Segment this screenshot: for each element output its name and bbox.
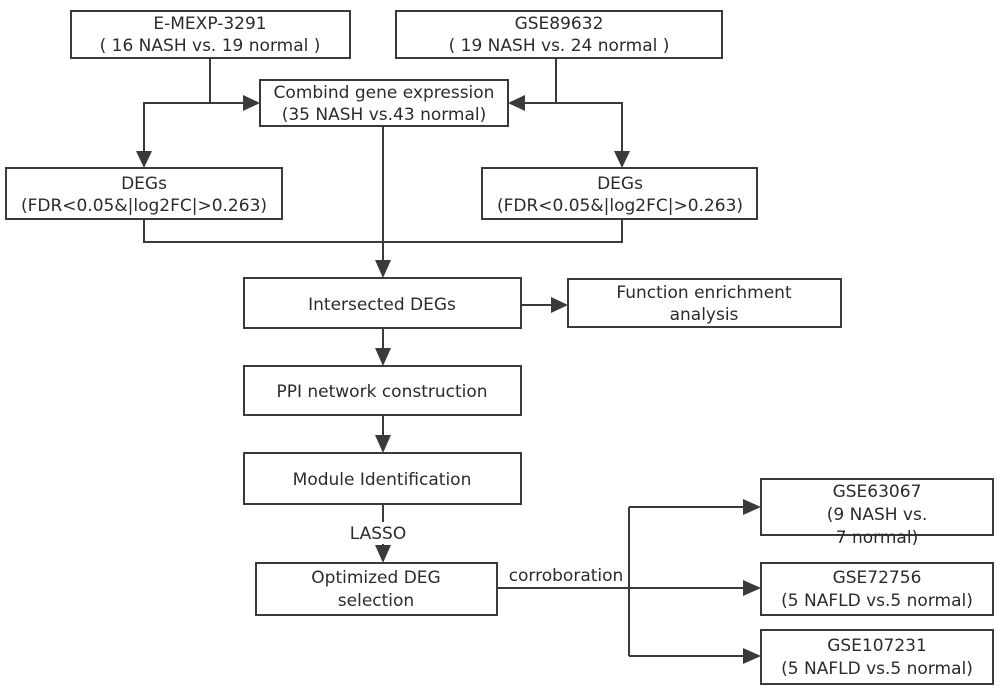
box-optimized: Optimized DEG selection xyxy=(255,562,498,616)
arrow-to-combind-left xyxy=(243,95,260,111)
box-gse72756-detail: (5 NAFLD vs.5 normal) xyxy=(781,591,973,611)
box-degs-left-title: DEGs xyxy=(121,174,167,194)
box-degs-right-detail: (FDR<0.05&|log2FC|>0.263) xyxy=(497,196,743,216)
box-gse107231: GSE107231 (5 NAFLD vs.5 normal) xyxy=(760,629,994,685)
box-optimized-detail: selection xyxy=(338,591,414,611)
box-intersected: Intersected DEGs xyxy=(243,277,522,329)
box-module-title: Module Identification xyxy=(293,470,472,490)
box-emexp-title: E-MEXP-3291 xyxy=(153,14,266,34)
box-ppi: PPI network construction xyxy=(243,365,522,416)
connector-degs-merge xyxy=(143,219,623,243)
arrow-to-degs-left xyxy=(136,151,152,168)
arrow-to-gse107231 xyxy=(743,648,761,664)
box-degs-left: DEGs (FDR<0.05&|log2FC|>0.263) xyxy=(5,167,283,220)
arrow-to-function xyxy=(551,297,568,313)
box-optimized-title: Optimized DEG xyxy=(311,568,440,588)
box-intersected-title: Intersected DEGs xyxy=(308,295,456,315)
arrow-to-degs-right xyxy=(614,151,630,168)
box-gse107231-title: GSE107231 xyxy=(827,636,927,656)
corroboration-label: corroboration xyxy=(509,566,624,586)
lasso-label-bg xyxy=(346,522,410,544)
box-gse63067-detail-1: (9 NASH vs. xyxy=(827,505,928,525)
arrow-to-module xyxy=(375,435,391,453)
arrow-to-gse72756 xyxy=(743,580,761,596)
box-gse89632: GSE89632 ( 19 NASH vs. 24 normal ) xyxy=(395,10,723,59)
box-degs-left-detail: (FDR<0.05&|log2FC|>0.263) xyxy=(21,196,267,216)
box-emexp: E-MEXP-3291 ( 16 NASH vs. 19 normal ) xyxy=(70,10,351,59)
connector-emexp-degs-left xyxy=(143,58,211,153)
box-gse89632-title: GSE89632 xyxy=(515,14,604,34)
arrowheads xyxy=(136,95,761,664)
box-gse107231-detail: (5 NAFLD vs.5 normal) xyxy=(781,659,973,679)
lasso-label: LASSO xyxy=(350,524,406,544)
box-gse63067: GSE63067 (9 NASH vs. 7 normal) xyxy=(760,478,994,548)
box-function: Function enrichment analysis xyxy=(567,278,842,328)
box-module: Module Identification xyxy=(243,452,522,505)
box-degs-right: DEGs (FDR<0.05&|log2FC|>0.263) xyxy=(481,167,758,220)
box-combind-detail: (35 NASH vs.43 normal) xyxy=(282,105,487,125)
connectors xyxy=(143,58,745,657)
box-ppi-title: PPI network construction xyxy=(276,382,487,402)
arrow-to-optimized xyxy=(375,545,391,563)
arrow-to-gse63067 xyxy=(743,499,761,515)
box-gse72756-title: GSE72756 xyxy=(833,568,922,588)
arrow-to-ppi xyxy=(375,348,391,366)
box-combind-title: Combind gene expression xyxy=(274,83,495,103)
box-gse89632-detail: ( 19 NASH vs. 24 normal ) xyxy=(449,36,670,56)
box-function-title: Function enrichment xyxy=(616,283,792,303)
box-emexp-detail: ( 16 NASH vs. 19 normal ) xyxy=(100,36,321,56)
box-function-detail: analysis xyxy=(670,305,739,325)
box-gse63067-title: GSE63067 xyxy=(833,482,922,502)
box-combind: Combind gene expression (35 NASH vs.43 n… xyxy=(259,79,509,127)
connector-gse89632-degs-right xyxy=(555,58,623,153)
box-gse72756: GSE72756 (5 NAFLD vs.5 normal) xyxy=(760,562,994,616)
arrow-to-combind-right xyxy=(508,95,525,111)
box-degs-right-title: DEGs xyxy=(597,174,643,194)
arrow-to-intersected xyxy=(375,260,391,278)
box-gse63067-detail-2: 7 normal) xyxy=(836,528,918,548)
